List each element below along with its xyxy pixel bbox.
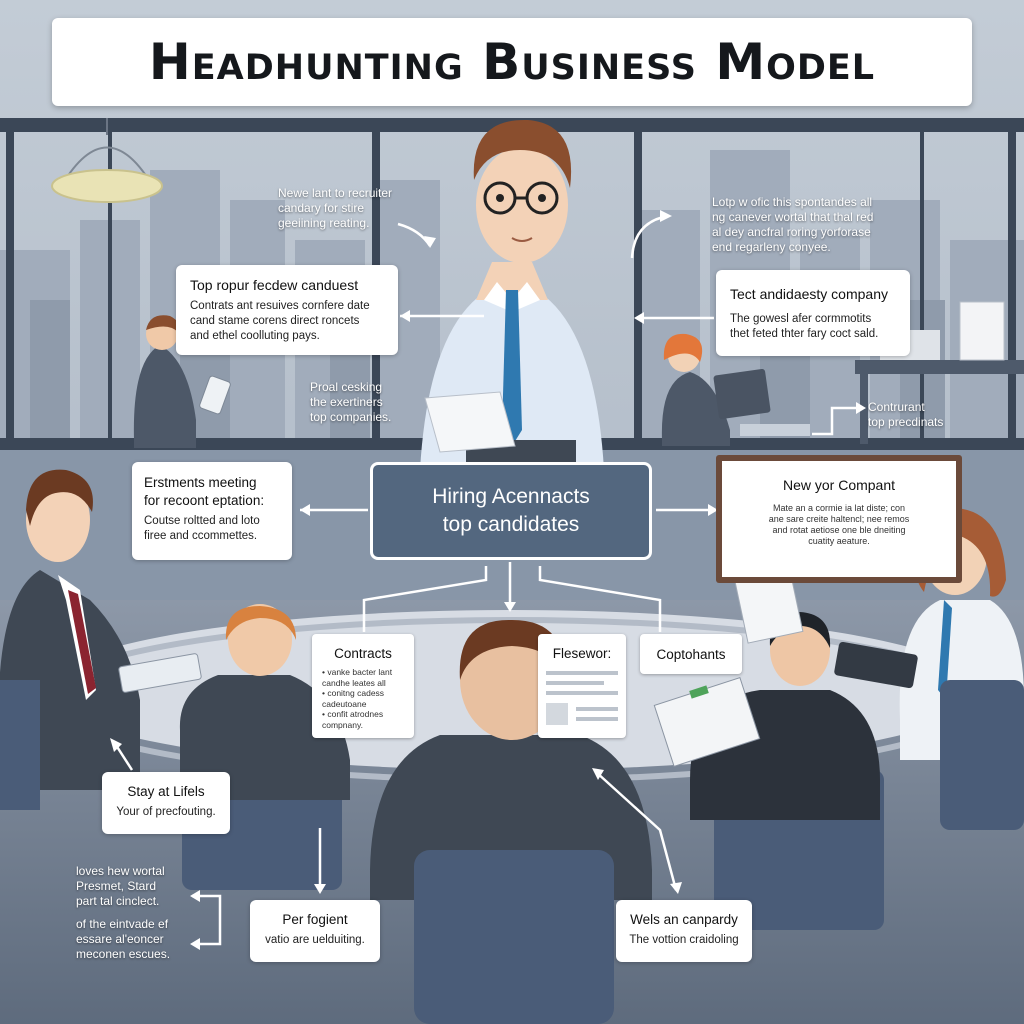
box-text: The gowesl afer cormmotits [730, 313, 872, 325]
contracts-card: Contracts • vanke bacter lant candhe lea… [312, 634, 414, 738]
note-line: ng canever wortal that thal red [712, 210, 874, 224]
wels-box: Wels an canpardy The vottion craidoling [616, 900, 752, 962]
top-right-note: Lotp w ofic this spontandes all ng canev… [712, 195, 912, 255]
note-line: essare al'eoncer [76, 932, 164, 946]
center-node: Hiring Acennacts top candidates [370, 462, 652, 560]
card-text: • confit atrodnes [322, 709, 384, 719]
note-line: the exertiners [310, 395, 383, 409]
box-heading: Per fogient [282, 912, 348, 927]
board-text: and rotat aetiose one ble dneiting [772, 525, 906, 535]
board-text: cuatity aeature. [808, 536, 870, 546]
box-text: firee and ccommettes. [144, 530, 258, 542]
coptohants-card: Coptohants [640, 634, 742, 674]
card-text: • vanke bacter lant [322, 667, 393, 677]
note-line: geeiining reating. [278, 216, 370, 230]
board-text: ane sare creite haltencl; nee remos [768, 514, 910, 524]
box-text: Your of precfouting. [116, 806, 216, 818]
box-text: cand stame corens direct roncets [190, 315, 360, 327]
box-text: The vottion craidoling [629, 934, 739, 946]
box-heading: Wels an canpardy [630, 912, 738, 927]
box-heading: for recoont eptation: [144, 493, 265, 508]
box-heading: Stay at Lifels [127, 784, 205, 799]
right-top-box: Tect andidaesty company The gowesl afer … [716, 270, 910, 356]
note-line: end regarleny conyee. [712, 240, 831, 254]
title-banner: Headhunting Business Model [52, 18, 972, 106]
company-board: New yor Compant Mate an a cormie ia lat … [716, 455, 962, 583]
middle-left-note: Proal cesking the exertiners top compani… [310, 380, 420, 425]
box-heading: Tect andidaesty company [730, 286, 888, 302]
card-heading: Coptohants [656, 646, 726, 662]
note-line: Newe lant to recruiter [278, 186, 393, 200]
card-text: candhe leates all [322, 677, 386, 688]
center-node-line: top candidates [442, 513, 580, 536]
note-line: Contrurant [868, 400, 925, 414]
note-line: Lotp w ofic this spontandes all [712, 195, 873, 209]
note-line: Proal cesking [310, 380, 383, 394]
top-left-note: Newe lant to recruiter candary for stire… [278, 186, 428, 231]
note-line: of the eintvade ef [76, 917, 169, 931]
box-text: Contrats ant resuives cornfere date [190, 300, 370, 312]
bottom-left-note: loves hew wortal Presmet, Stard part tal… [76, 864, 206, 962]
stay-box: Stay at Lifels Your of precfouting. [102, 772, 230, 834]
card-heading: Flesewor: [552, 646, 612, 661]
box-heading: Top ropur fecdew canduest [190, 277, 359, 293]
box-heading: Erstments meeting [144, 475, 257, 490]
box-text: Coutse roltted and loto [144, 515, 260, 527]
card-text: cadeutoane [322, 698, 367, 709]
flesewor-card: Flesewor: [538, 634, 626, 738]
note-line: Presmet, Stard [76, 879, 157, 893]
note-line: meconen escues. [76, 947, 171, 961]
card-heading: Contracts [334, 646, 392, 661]
card-text: • conitng cadess [322, 688, 385, 698]
diagram-title: Headhunting Business Model [148, 33, 876, 91]
box-text: thet feted thter fary coct sald. [730, 328, 879, 340]
note-line: top companies. [310, 410, 392, 424]
board-heading: New yor Compant [782, 477, 896, 493]
note-line: part tal cinclect. [76, 894, 160, 908]
box-text: vatio are uelduiting. [265, 934, 365, 946]
note-line: al dey ancfral roring yorforase [712, 225, 871, 239]
note-line: top precdinats [868, 415, 944, 429]
left-top-box: Top ropur fecdew canduest Contrats ant r… [176, 265, 398, 355]
right-small-note: Contrurant top precdinats [868, 400, 978, 430]
board-text: Mate an a cormie ia lat diste; con [772, 503, 906, 513]
perf-box: Per fogient vatio are uelduiting. [250, 900, 380, 962]
note-line: candary for stire [278, 201, 365, 215]
left-mid-box: Erstments meeting for recoont eptation: … [132, 462, 292, 560]
box-text: and ethel coolluting pays. [190, 330, 320, 342]
center-node-line: Hiring Acennacts [432, 485, 590, 508]
note-line: loves hew wortal [76, 864, 165, 878]
card-text: compnany. [322, 719, 363, 730]
